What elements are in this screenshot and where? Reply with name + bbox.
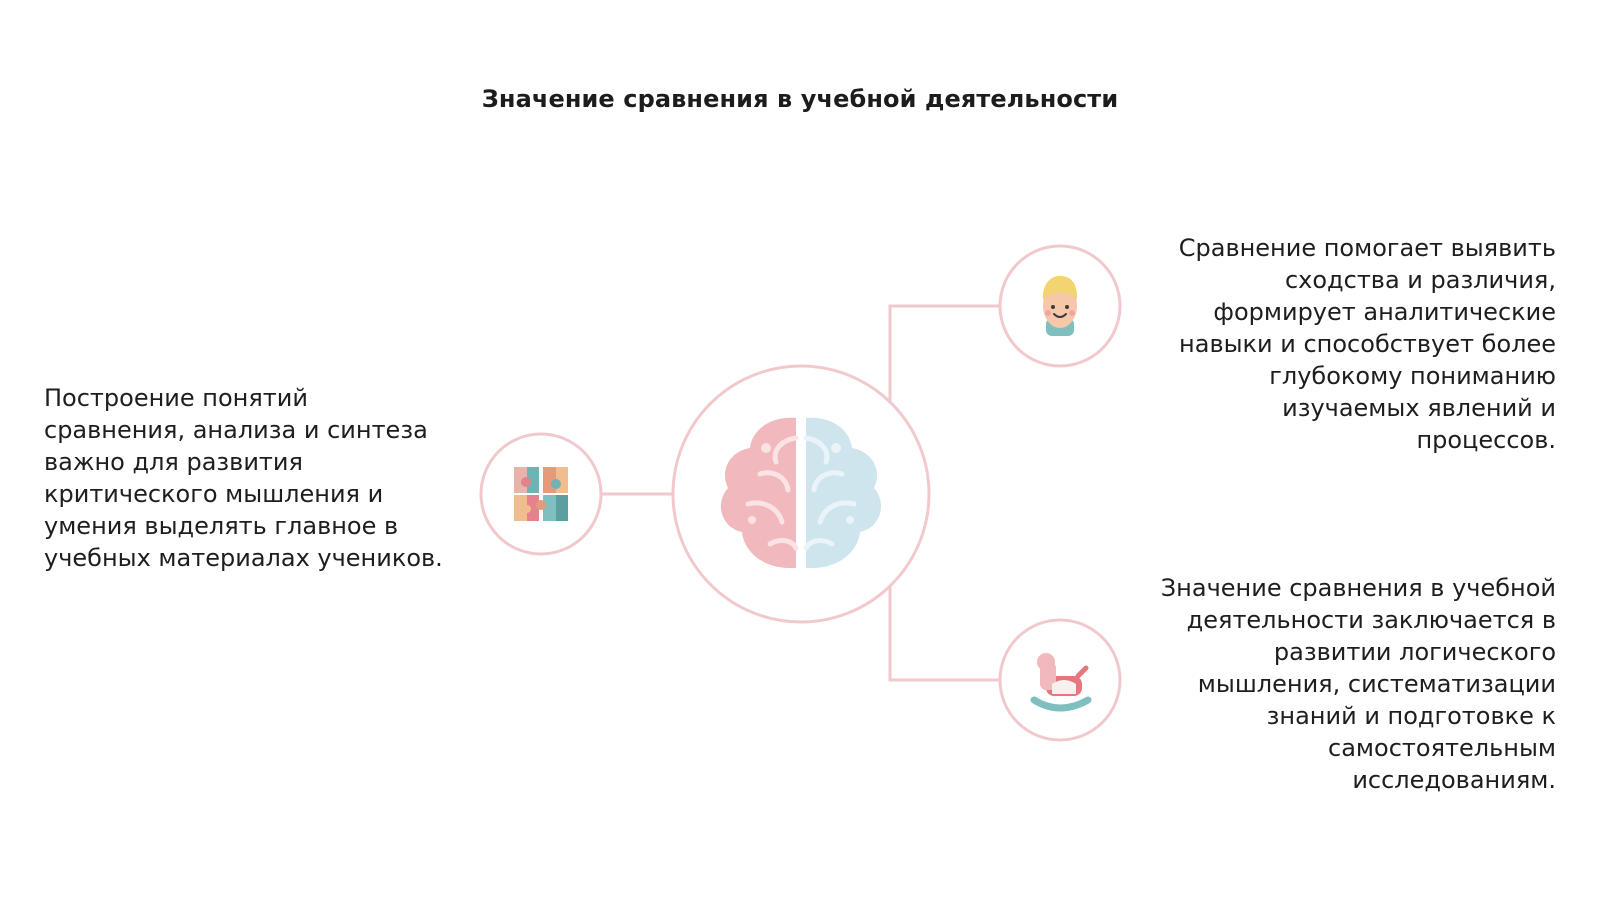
node-left-text: Построение понятий сравнения, анализа и … xyxy=(44,384,443,572)
node-right-bottom xyxy=(998,618,1122,742)
node-left xyxy=(479,432,603,556)
page-title: Значение сравнения в учебной деятельност… xyxy=(481,85,1119,113)
child-face-icon xyxy=(1042,276,1078,336)
brain-icon xyxy=(720,417,882,569)
connector-right-bottom xyxy=(888,587,1000,682)
connector-lines xyxy=(601,304,1000,682)
center-node xyxy=(671,364,931,624)
puzzle-icon xyxy=(514,467,568,521)
node-right-bottom-text: Значение сравнения в учебной деятельност… xyxy=(1160,574,1556,794)
rocking-horse-icon xyxy=(1030,653,1092,712)
connector-right-top xyxy=(888,304,1000,403)
node-right-top xyxy=(998,244,1122,368)
node-right-top-text: Сравнение помогает выявить сходства и ра… xyxy=(1178,234,1556,454)
